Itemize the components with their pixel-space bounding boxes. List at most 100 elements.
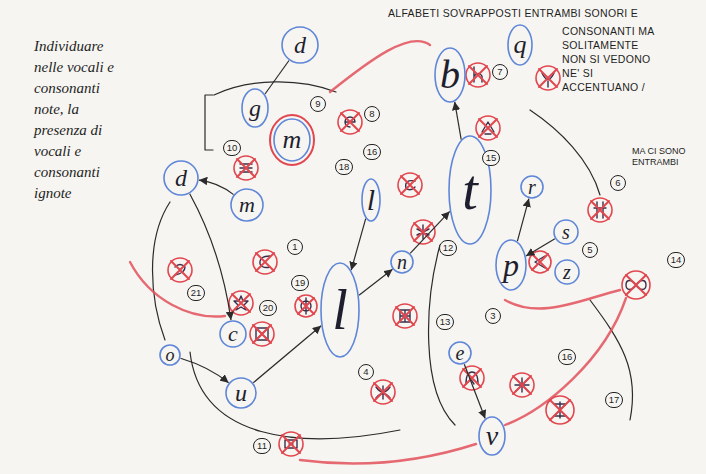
letter: q [514, 32, 527, 58]
cross-mark [469, 66, 487, 84]
crossed-glyph [622, 271, 650, 299]
callout-number: 16 [558, 349, 577, 365]
crossed-circle [529, 251, 551, 273]
letter: l [367, 185, 375, 215]
crossed-circle [279, 432, 303, 456]
callout-number: 17 [605, 392, 624, 408]
letter-circle: r [520, 175, 544, 199]
letter-circle: d [281, 26, 319, 64]
connector-arrow [253, 326, 321, 383]
letter-ring [242, 89, 268, 127]
letter: b [440, 55, 460, 95]
crossed-glyph [279, 432, 303, 456]
cross-mark [232, 294, 250, 312]
letter: o [166, 346, 175, 364]
crossed-circle [466, 63, 490, 87]
sketch-arc [590, 300, 633, 420]
note-text: Individuare nelle vocali e consonanti no… [34, 36, 124, 204]
crossed-glyph [476, 116, 500, 140]
crossed-glyph [588, 198, 612, 222]
red-stroke [300, 444, 476, 463]
letter: m [283, 127, 302, 153]
letter-circle: l [361, 178, 381, 222]
crossed-glyph [338, 110, 362, 134]
connector-arrow [351, 219, 366, 271]
cross-mark [401, 176, 419, 194]
callout-number: 6 [610, 175, 626, 191]
connector-arrow [526, 239, 555, 256]
connector-arrow [265, 61, 289, 95]
callout-number: 1 [287, 239, 303, 255]
bracket [205, 95, 213, 150]
letter-circle: o [159, 344, 181, 366]
letter-circle: m [273, 118, 311, 162]
callout-number: 4 [358, 364, 374, 380]
letter: z [563, 262, 571, 282]
crossed-circle [253, 250, 277, 274]
letter-ring [362, 179, 380, 221]
callout-number: 3 [485, 308, 501, 324]
callout-number: 10 [223, 140, 242, 156]
cross-mark [253, 325, 271, 343]
letter-ring [521, 176, 543, 198]
crossed-circle [393, 304, 417, 328]
letter-circle: m [230, 188, 264, 222]
cross-mark [396, 307, 414, 325]
callout-number: 21 [187, 285, 206, 301]
callout-number: 12 [439, 240, 458, 256]
cross-mark [550, 400, 570, 420]
cross-mark [171, 261, 189, 279]
crossed-circle [338, 110, 362, 134]
connector-arrow [455, 102, 462, 140]
letter: l [332, 282, 348, 338]
cross-mark [282, 435, 300, 453]
callout-number: 16 [363, 144, 382, 160]
crossed-glyph [460, 366, 484, 390]
letter: p [503, 249, 519, 281]
crossed-circle [546, 396, 574, 424]
crossed-circle [168, 258, 192, 282]
red-stroke [505, 298, 626, 425]
crossed-glyph [529, 251, 551, 273]
crossed-glyph [234, 156, 258, 180]
letter: t [462, 162, 478, 218]
callout-number: 5 [582, 242, 598, 258]
letter-ring [554, 220, 578, 244]
callout-number: 18 [335, 159, 354, 175]
letter: e [456, 343, 465, 363]
cross-mark [237, 159, 255, 177]
letter: r [528, 177, 536, 197]
crossed-circle [398, 173, 422, 197]
callout-number: 13 [436, 314, 455, 330]
letter-ring [226, 378, 256, 408]
crossed-circle [229, 291, 253, 315]
callout-number: 19 [291, 275, 310, 291]
cross-mark [626, 275, 646, 295]
connector-arrow [181, 358, 229, 383]
letter: d [175, 166, 187, 190]
connector-arrow [199, 180, 234, 195]
letter-ring [321, 263, 359, 357]
callout-number: 11 [253, 438, 271, 454]
callout-number: 8 [364, 106, 380, 122]
letter-circle: b [434, 47, 466, 103]
sketch-arc [190, 352, 400, 439]
letter: u [235, 381, 247, 405]
red-ring [270, 115, 314, 165]
cross-mark [256, 253, 274, 271]
letter-circle: l [320, 262, 360, 358]
letter-circle: d [163, 160, 199, 196]
letter-ring [435, 48, 465, 102]
red-stroke [505, 290, 620, 309]
note-text: ALFABETI SOVRAPPOSTI ENTRAMBI SONORI E [388, 6, 638, 20]
crossed-circle [250, 322, 274, 346]
cross-mark [513, 376, 531, 394]
cross-mark [479, 119, 497, 137]
note-text: CONSONANTI MA SOLITAMENTE NON SI VEDONO … [562, 24, 666, 94]
letter-ring [282, 27, 318, 63]
crossed-circle [536, 66, 560, 90]
letter-circle: z [554, 259, 580, 285]
cross-mark [414, 223, 432, 241]
crossed-glyph [466, 63, 490, 87]
